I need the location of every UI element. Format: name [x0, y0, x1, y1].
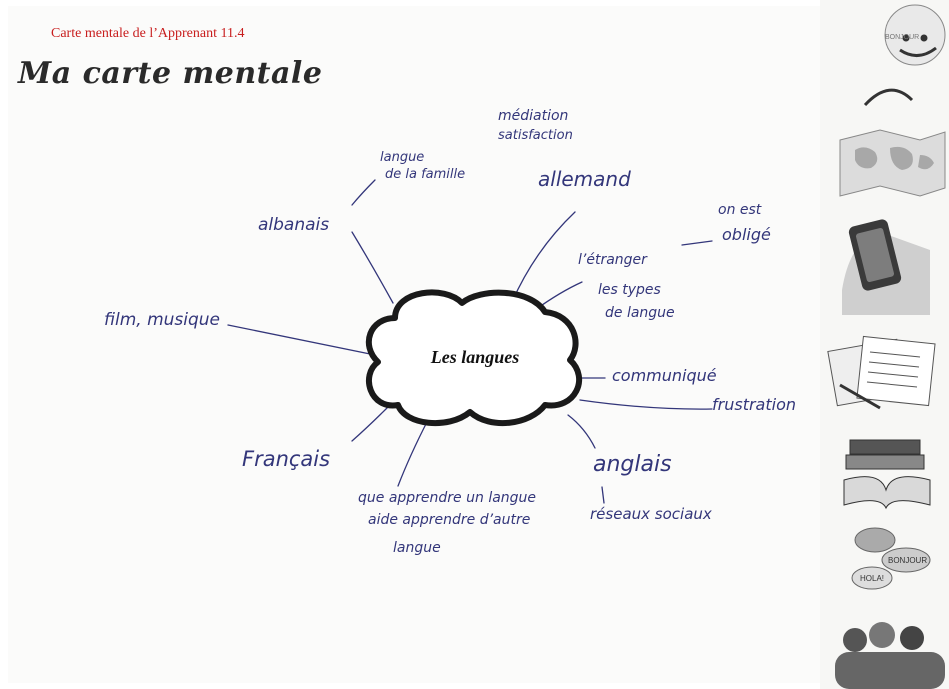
papers-icon [827, 335, 936, 410]
branch-francais: Français [242, 447, 331, 471]
branch-film-musique: film, musique [104, 310, 221, 330]
center-topic: Les langues [430, 347, 520, 367]
branch-langue-line2: de la famille [385, 167, 466, 182]
line-on-est [681, 240, 713, 246]
line-albanais [351, 231, 394, 304]
bonjour-tag: BONJOUR [885, 34, 920, 41]
bubble-hola: HOLA! [860, 574, 885, 583]
people-icon [835, 622, 945, 689]
reference-label: Carte mentale de l’Apprenant 11.4 [51, 26, 245, 41]
branch-types-line2: de langue [605, 305, 675, 321]
page-title: Ma carte mentale [18, 56, 323, 91]
phone-icon [842, 219, 930, 315]
branch-apprendre-line2: aide apprendre d’autre [368, 512, 531, 528]
cloud-shape [365, 289, 583, 427]
books-icon [843, 439, 931, 510]
face-icon [863, 4, 946, 107]
branch-etranger: l’étranger [578, 252, 647, 268]
line-reseaux [601, 486, 605, 504]
branch-on-est-line2: obligé [722, 225, 771, 244]
branch-on-est-line1: on est [718, 202, 762, 218]
branch-mediation-line1: médiation [498, 108, 569, 124]
branch-albanais: albanais [258, 215, 330, 235]
line-anglais [567, 414, 596, 449]
bubble-bonjour: BONJOUR [888, 556, 928, 565]
line-allemand [511, 211, 576, 303]
branch-communique: communiqué [612, 366, 717, 385]
branch-langue-line1: langue [380, 150, 425, 165]
illustration-rail [820, 0, 949, 689]
world-map-icon [839, 129, 946, 197]
branch-mediation-line2: satisfaction [498, 128, 573, 143]
branch-apprendre-line1: que apprendre un langue [358, 490, 537, 506]
branch-reseaux: réseaux sociaux [590, 505, 712, 523]
branch-frustration: frustration [712, 395, 796, 414]
branch-apprendre-line3: langue [393, 540, 441, 556]
line-albanais-langue [351, 179, 376, 206]
branch-allemand: allemand [538, 167, 631, 191]
line-film [227, 324, 376, 356]
branch-anglais: anglais [593, 452, 672, 477]
line-francais [351, 404, 391, 442]
branch-types-line1: les types [598, 282, 661, 298]
line-apprendre [397, 419, 429, 487]
speech-bubbles-icon [851, 527, 931, 590]
line-frustration [579, 399, 713, 410]
